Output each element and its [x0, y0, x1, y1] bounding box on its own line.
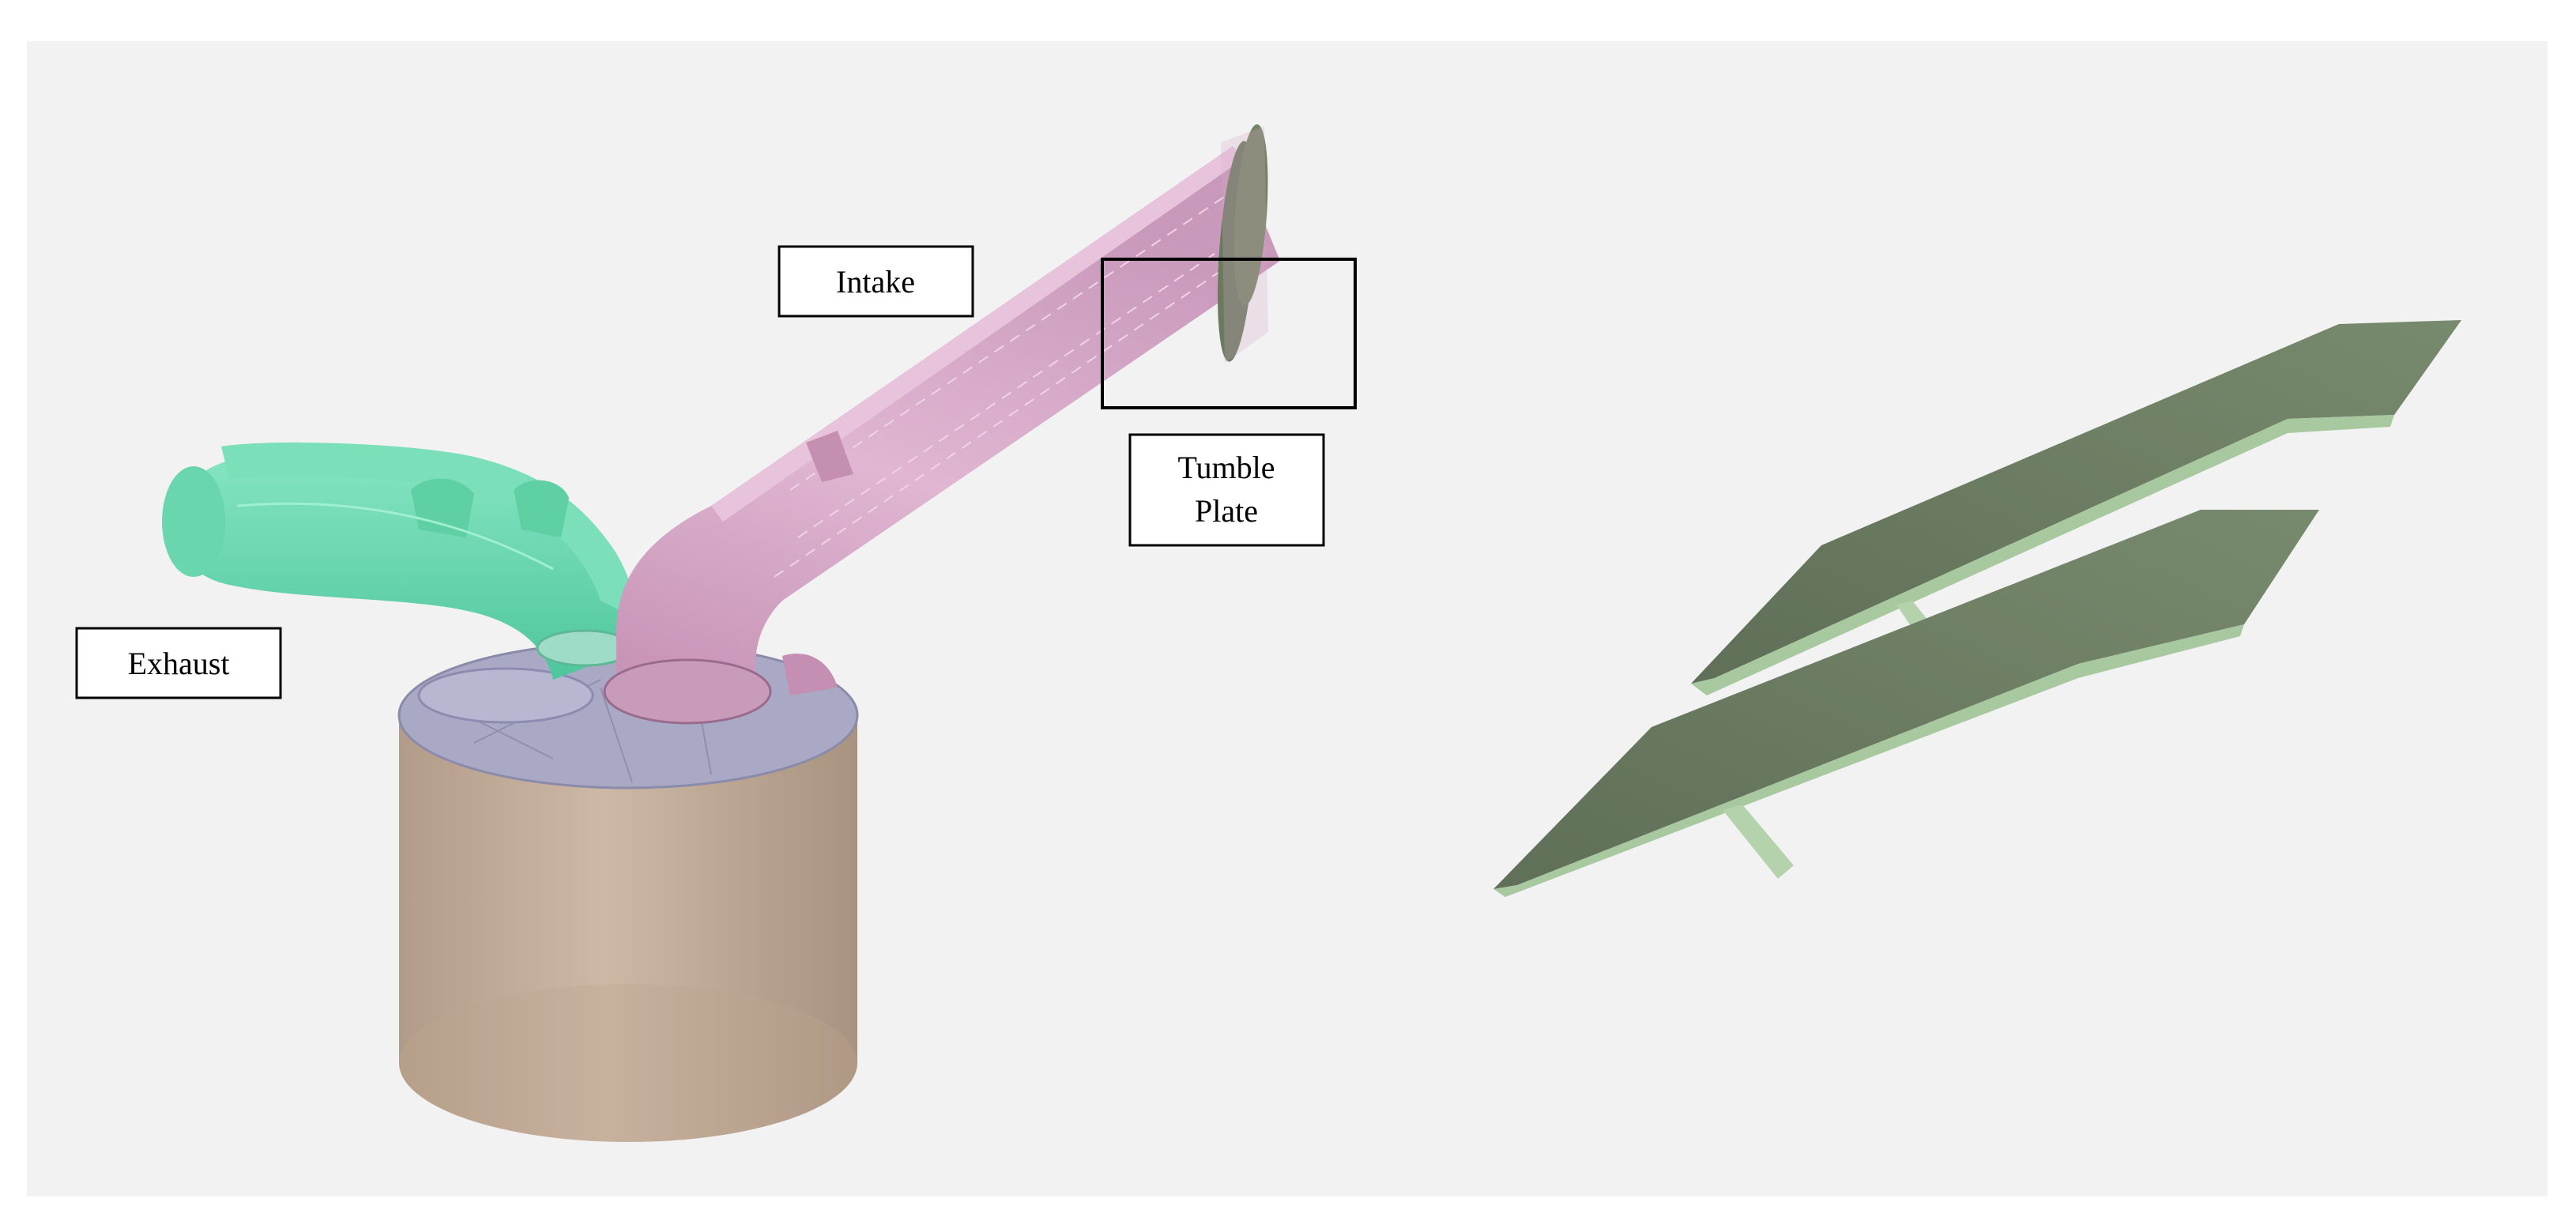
exhaust-label-box: Exhaust [75, 627, 282, 699]
tumble-plate-label-line2: Plate [1195, 493, 1258, 529]
engine-assembly [162, 124, 1280, 1142]
intake-runner [603, 146, 1280, 725]
cylinder [399, 715, 857, 1142]
lower-plate-stem [1723, 805, 1794, 879]
upper-plate-stem [1896, 601, 1928, 626]
lower-tumble-plate [1493, 510, 2319, 897]
intake-label-box: Intake [778, 245, 974, 318]
exhaust-runner [162, 442, 634, 680]
tumble-plate-highlight-frame [1101, 258, 1357, 409]
intake-label: Intake [836, 264, 915, 300]
exhaust-label: Exhaust [128, 646, 230, 681]
tumble-plate-label-box: Tumble Plate [1128, 433, 1325, 547]
tumble-plate-label-line1: Tumble [1177, 450, 1275, 485]
upper-tumble-plate [1691, 320, 2461, 695]
tumble-plate-detail [1493, 320, 2461, 897]
